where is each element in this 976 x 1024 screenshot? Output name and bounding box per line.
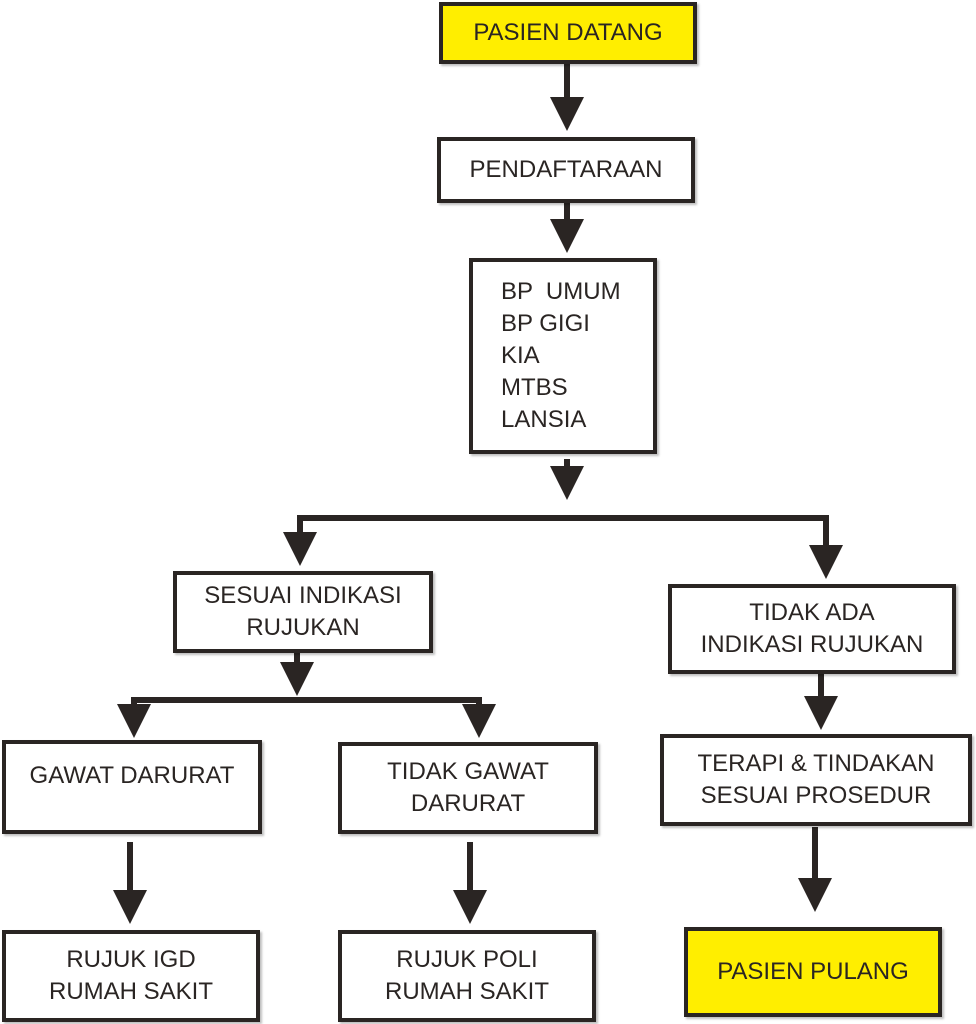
node-pendaftaraan-label: PENDAFTARAAN [469,156,663,183]
arrow-gawat-to-rujuk-igd-head [113,890,147,924]
arrow-terapi-to-pulang-head [798,878,832,912]
arrow-datang-to-pendaftaraan-head [550,97,584,131]
poli-item: BP GIGI [501,310,590,337]
node-sesuai-indikasi-rujukan-label: SESUAI INDIKASI RUJUKAN [204,582,402,641]
poli-item: LANSIA [501,406,587,433]
node-pasien-pulang-label: PASIEN PULANG [717,958,909,985]
node-pasien-datang-label: PASIEN DATANG [473,19,663,46]
arrow-pendaftaraan-to-poli-head [550,219,584,253]
node-terapi-tindakan-label: TERAPI & TINDAKAN SESUAI PROSEDUR [697,750,935,809]
node-pasien-pulang: PASIEN PULANG [684,927,942,1017]
arrow-poli-to-branch-head [550,466,584,500]
arrow-branch-to-gawat-head [117,704,151,738]
poli-item: MTBS [501,374,568,401]
arrow-branch-to-tidak-ada-head [809,545,843,579]
arrow-tidak-ada-to-terapi-head [804,696,838,730]
node-terapi-tindakan: TERAPI & TINDAKAN SESUAI PROSEDUR [660,734,972,826]
arrow-sesuai-to-branch-head [280,662,314,696]
node-tidak-ada-indikasi-rujukan-label: TIDAK ADA INDIKASI RUJUKAN [700,599,924,658]
node-rujuk-igd: RUJUK IGD RUMAH SAKIT [2,930,260,1022]
poli-item: BP UMUM [501,278,621,305]
arrow-branch-to-tidak-gawat-head [462,704,496,738]
node-rujuk-igd-label: RUJUK IGD RUMAH SAKIT [48,946,213,1005]
arrow-tidak-gawat-to-rujuk-poli-head [453,890,487,924]
node-rujuk-poli: RUJUK POLI RUMAH SAKIT [338,930,596,1022]
poli-list: BP UMUM BP GIGI KIA MTBS LANSIA [473,262,621,436]
node-rujuk-poli-label: RUJUK POLI RUMAH SAKIT [384,946,549,1005]
node-tidak-gawat-darurat-label: TIDAK GAWAT DARURAT [387,758,549,817]
node-pendaftaraan: PENDAFTARAAN [437,137,695,203]
node-gawat-darurat-label: GAWAT DARURAT [29,762,235,789]
arrow-branch-to-sesuai-head [283,532,317,566]
node-tidak-ada-indikasi-rujukan: TIDAK ADA INDIKASI RUJUKAN [668,584,956,674]
node-pasien-datang: PASIEN DATANG [439,2,697,64]
node-poli-list: BP UMUM BP GIGI KIA MTBS LANSIA [469,258,657,454]
node-sesuai-indikasi-rujukan: SESUAI INDIKASI RUJUKAN [173,571,433,653]
node-tidak-gawat-darurat: TIDAK GAWAT DARURAT [338,742,598,834]
poli-item: KIA [501,342,540,369]
node-gawat-darurat: GAWAT DARURAT [2,740,262,834]
